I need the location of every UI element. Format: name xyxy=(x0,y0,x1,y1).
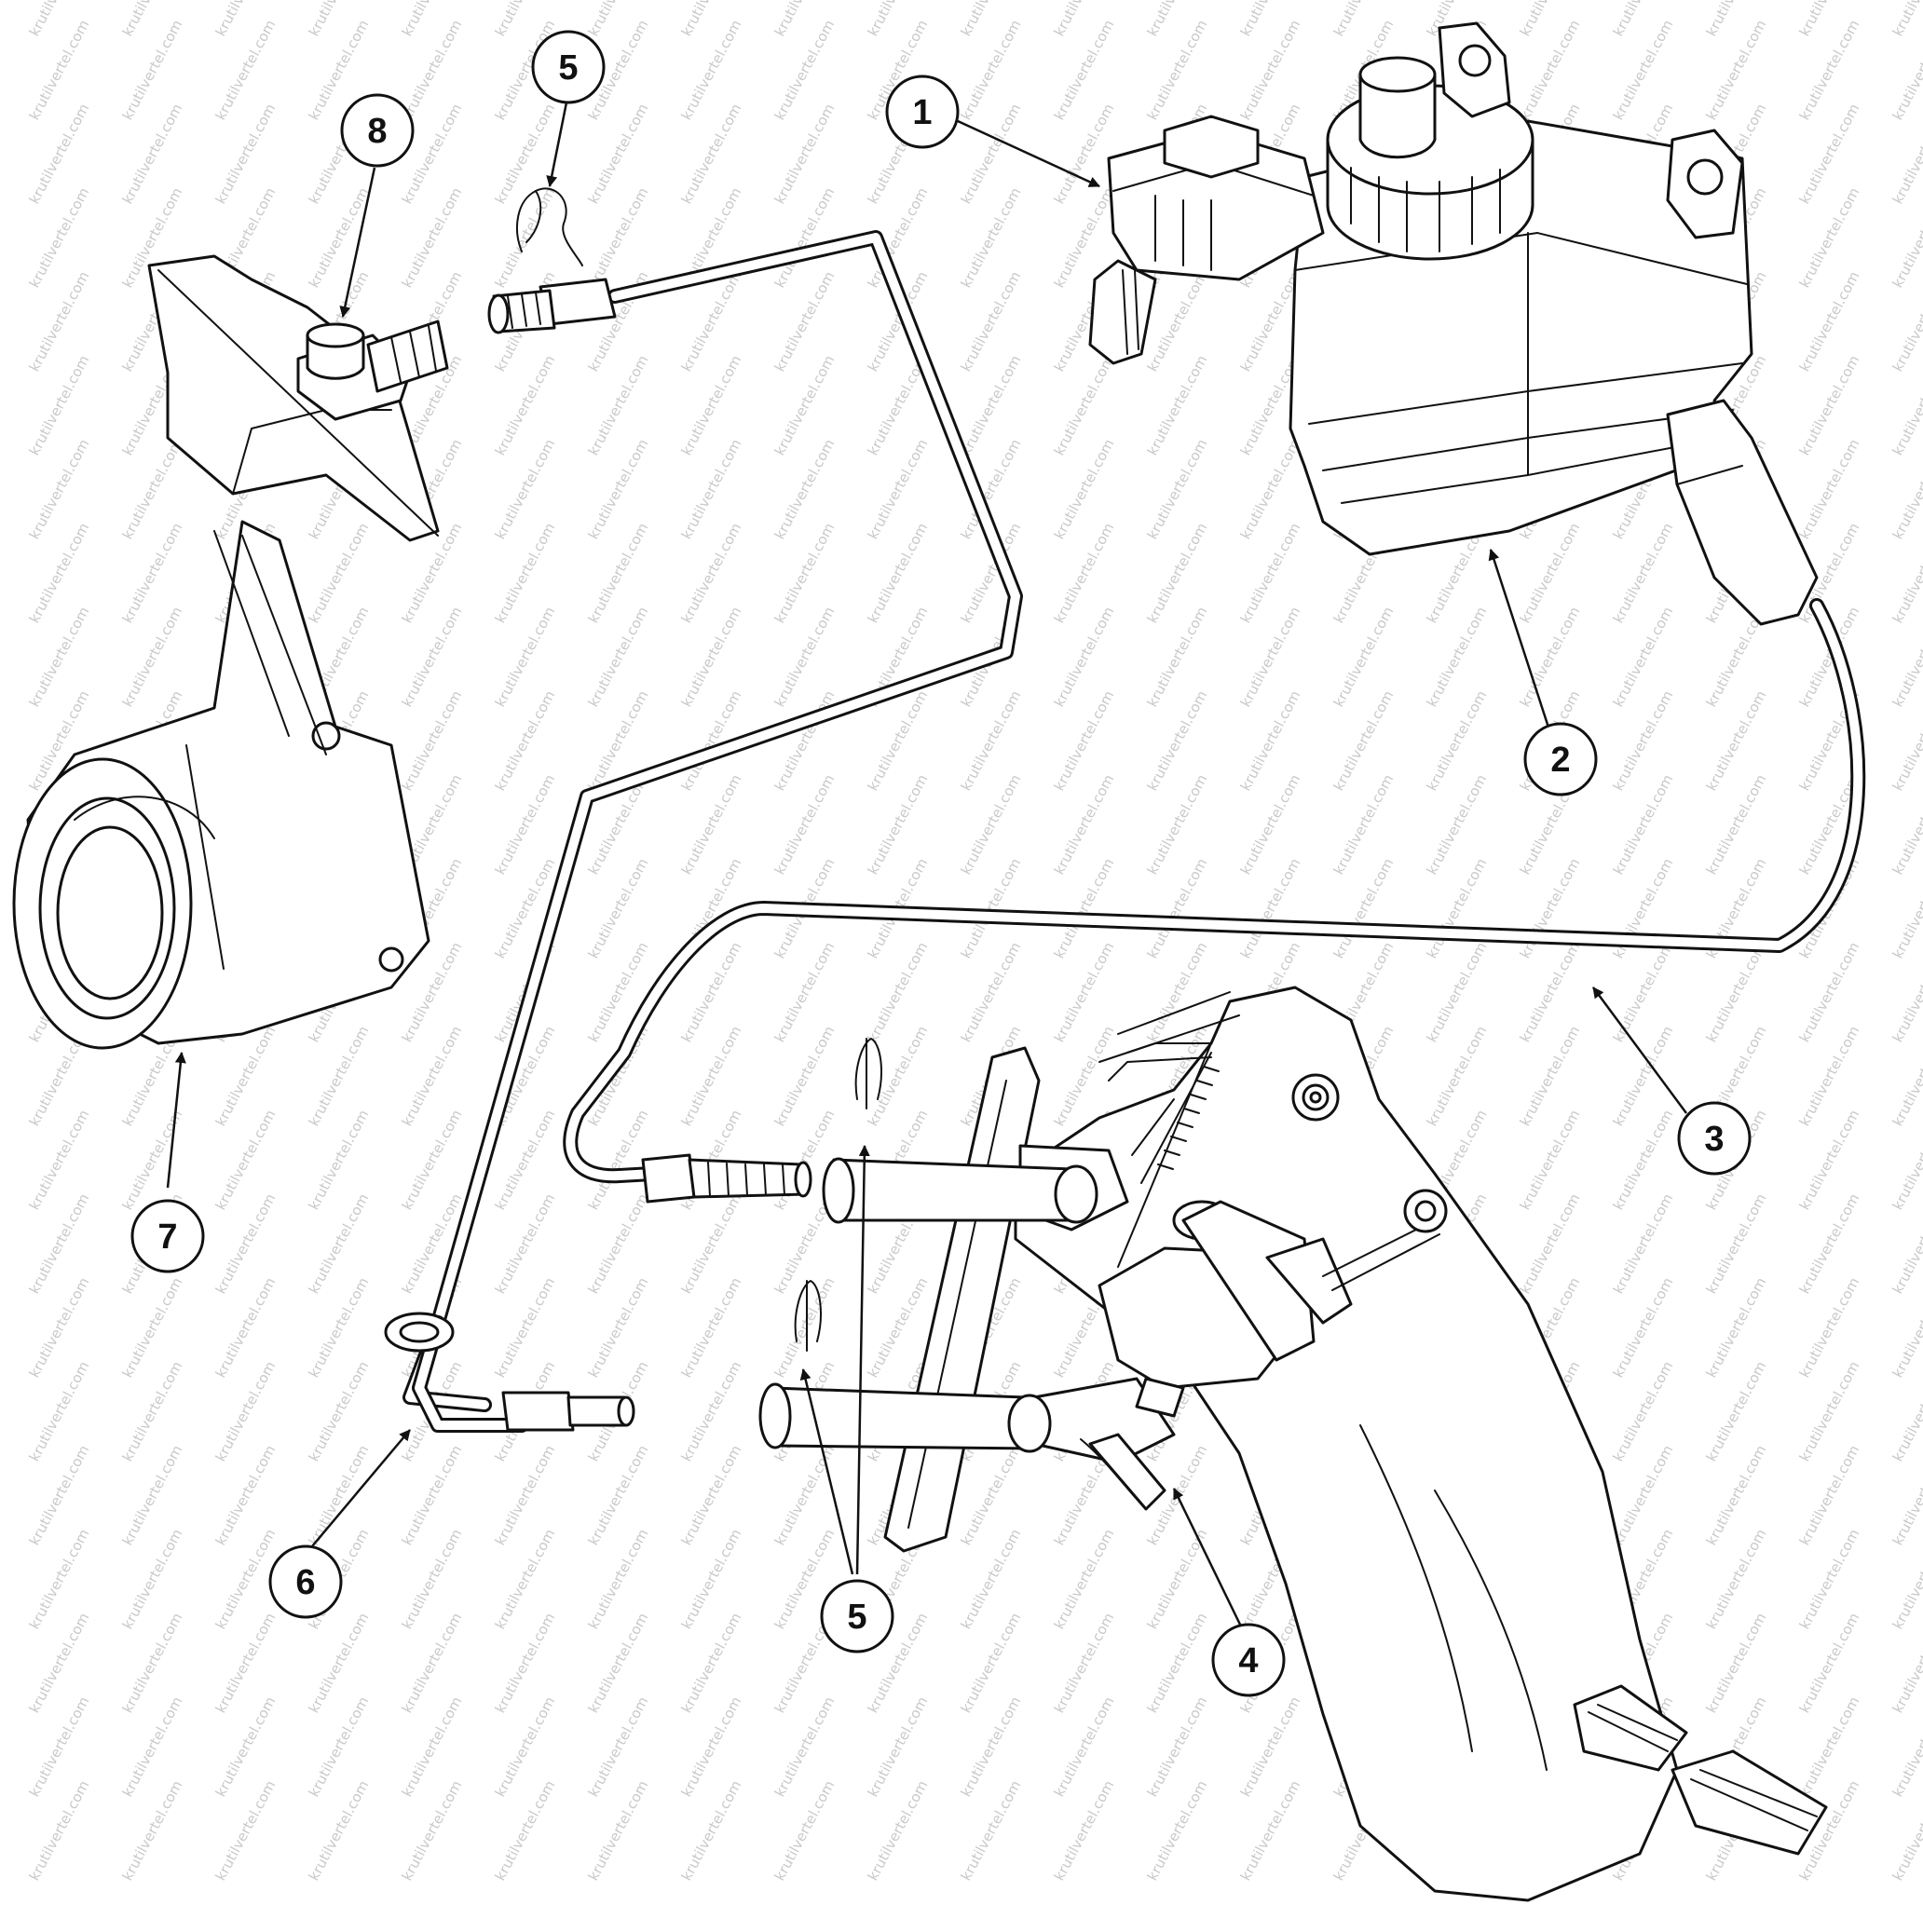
callout-2: 2 xyxy=(1523,722,1598,796)
callout-8-label: 8 xyxy=(367,112,387,151)
slave-bracket xyxy=(147,254,440,542)
callout-1-label: 1 xyxy=(912,93,932,132)
leader-4 xyxy=(1172,1488,1244,1629)
leader-lines xyxy=(166,102,1688,1629)
leader-7 xyxy=(166,1052,186,1189)
pedal-pads xyxy=(1573,1684,1828,1856)
leader-3 xyxy=(1591,986,1688,1114)
callout-6: 6 xyxy=(268,1544,343,1619)
leader-2 xyxy=(1488,549,1553,737)
retaining-clip-top xyxy=(516,187,583,266)
upper-port-fitting xyxy=(822,1157,1098,1224)
callout-7: 7 xyxy=(130,1199,205,1273)
retaining-clip-upper-master xyxy=(854,1038,882,1109)
upper-line-fitting xyxy=(487,278,617,334)
watermark-text: krutilvertel.com xyxy=(1889,0,1923,39)
electrical-connector xyxy=(1088,115,1325,365)
bleed-nipple xyxy=(306,320,449,393)
leader-8 xyxy=(339,167,376,318)
return-spring xyxy=(1140,1052,1220,1184)
callout-5-top-label: 5 xyxy=(558,48,578,88)
callout-2-label: 2 xyxy=(1550,741,1570,780)
leader-5-bottom-b xyxy=(799,1368,854,1575)
callout-4-label: 4 xyxy=(1238,1641,1258,1680)
retaining-clip-lower-cylinder xyxy=(1080,1433,1166,1511)
leader-5-bottom-a xyxy=(855,1145,870,1575)
master-cylinder xyxy=(1018,1042,1448,1464)
leader-5-top xyxy=(546,102,568,187)
callout-8: 8 xyxy=(340,93,415,168)
line-grommet xyxy=(384,1312,455,1353)
callout-6-label: 6 xyxy=(295,1563,315,1602)
fluid-reservoir xyxy=(1289,21,1819,626)
leader-6 xyxy=(311,1429,411,1547)
feed-hose-fitting xyxy=(641,1153,812,1204)
callout-4: 4 xyxy=(1211,1623,1286,1697)
callout-7-label: 7 xyxy=(157,1218,177,1257)
leader-1 xyxy=(957,119,1100,188)
reservoir-feed-hose xyxy=(563,598,1866,1184)
callout-5-top: 5 xyxy=(531,30,606,104)
lower-line-fitting xyxy=(501,1391,635,1432)
concentric-slave-cylinder xyxy=(12,520,430,1050)
lower-port-fitting xyxy=(758,1382,1052,1453)
callout-5-bottom-label: 5 xyxy=(847,1598,866,1637)
retaining-clip-lower-master xyxy=(794,1280,822,1352)
pressure-line xyxy=(402,230,1023,1433)
callout-1: 1 xyxy=(885,75,960,149)
callout-5-bottom: 5 xyxy=(820,1579,894,1653)
callout-3: 3 xyxy=(1677,1101,1752,1176)
callout-3-label: 3 xyxy=(1704,1120,1724,1159)
